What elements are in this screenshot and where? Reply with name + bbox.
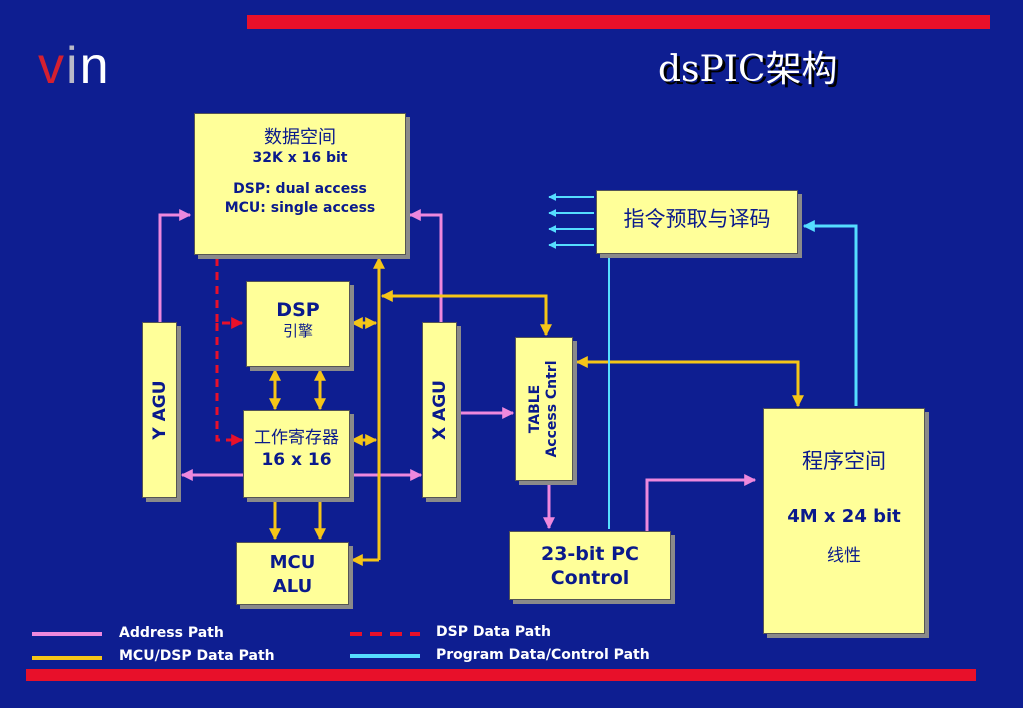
pc-control-line2: Control — [550, 567, 630, 589]
x-agu-to-data-space — [408, 209, 443, 322]
legend-address-label: Address Path — [119, 625, 224, 641]
program-space-block: 程序空间 4M x 24 bit 线性 — [763, 408, 925, 634]
working-registers-size: 16 x 16 — [261, 450, 332, 470]
legend-dsp-data-label: DSP Data Path — [436, 624, 551, 640]
table-access-line1: TABLE — [527, 384, 543, 434]
pc-control-block: 23-bit PC Control — [509, 531, 671, 600]
page-title: dsPIC架构 — [658, 49, 838, 90]
legend-program-label: Program Data/Control Path — [436, 647, 650, 663]
y-agu-block: Y AGU — [142, 322, 177, 498]
data-space-block: 数据空间 32K x 16 bit DSP: dual access MCU: … — [194, 113, 406, 255]
program-space-size: 4M x 24 bit — [787, 506, 901, 527]
instruction-fetch-block: 指令预取与译码 — [596, 190, 798, 254]
dsp-engine-name: DSP — [276, 299, 320, 321]
x-agu-block: X AGU — [422, 322, 457, 498]
program-space-linear: 线性 — [827, 546, 861, 566]
mcu-alu-block: MCU ALU — [236, 542, 349, 605]
mcu-alu-line1: MCU — [269, 552, 316, 573]
bottom-red-bar — [26, 669, 976, 681]
legend-swatches — [32, 632, 420, 660]
address-paths — [158, 209, 757, 531]
data-space-mcu-access: MCU: single access — [224, 200, 376, 216]
working-registers-block: 工作寄存器 16 x 16 — [243, 410, 350, 498]
data-space-title: 数据空间 — [264, 127, 336, 148]
y-agu-label: Y AGU — [149, 380, 170, 440]
dsp-engine-sub: 引擎 — [282, 322, 313, 340]
program-space-title: 程序空间 — [802, 449, 886, 473]
legend-mcu-dsp-label: MCU/DSP Data Path — [119, 648, 275, 664]
program-space-to-fetch — [802, 220, 858, 406]
bus-to-table — [380, 290, 552, 337]
logo-letter-i: i — [66, 37, 80, 95]
logo-letter-v: v — [38, 37, 66, 95]
data-space-dsp-access: DSP: dual access — [233, 181, 367, 197]
mcu-alu-line2: ALU — [272, 576, 313, 597]
table-to-program-space — [575, 356, 804, 408]
instruction-fetch-label: 指令预取与译码 — [623, 207, 771, 231]
logo-letter-n: n — [79, 37, 111, 95]
program-paths — [548, 193, 858, 529]
x-agu-label: X AGU — [429, 380, 450, 440]
pc-to-program-space — [645, 474, 757, 531]
mcu-dsp-paths — [269, 256, 804, 566]
data-space-to-dsp — [215, 258, 244, 329]
pc-control-line1: 23-bit PC — [540, 543, 639, 565]
data-space-size: 32K x 16 bit — [252, 150, 348, 166]
table-access-line2: Access Cntrl — [544, 360, 560, 458]
working-registers-name: 工作寄存器 — [254, 428, 339, 448]
table-access-label: TABLE Access Cntrl — [527, 360, 561, 457]
table-access-block: TABLE Access Cntrl — [515, 337, 573, 481]
data-space-to-regs — [215, 323, 244, 446]
vin-logo: vin — [38, 36, 110, 96]
top-red-bar — [247, 15, 990, 29]
y-agu-to-data-space — [158, 209, 192, 322]
dsp-engine-block: DSP 引擎 — [246, 281, 350, 367]
dsp-data-paths — [215, 258, 244, 446]
